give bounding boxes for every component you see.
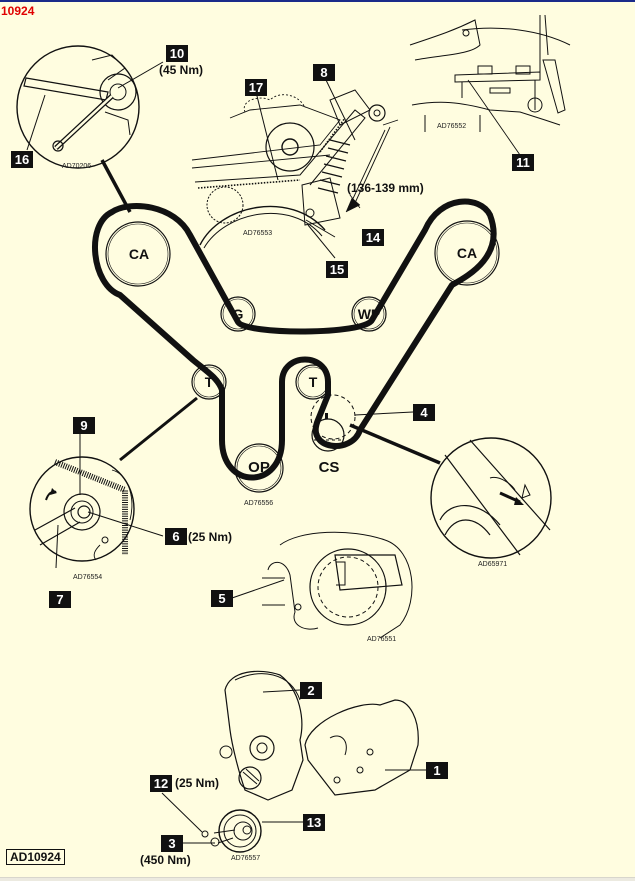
callout-5: 5 [211,590,233,607]
callout-1: 1 [426,762,448,779]
detail-covers [201,670,419,853]
callout-8: 8 [313,64,335,81]
crank-mark-zoom-area [310,394,356,440]
label-t-left: T [204,374,214,390]
leader-camshaft-lock [100,159,132,213]
label-g: G [232,306,244,322]
label-op: OP [248,459,270,476]
pulley-t-left [191,364,227,400]
ref-belt-routing: AD76556 [244,500,274,507]
label-t-right: T [308,374,318,390]
callout-3: 3 [161,835,183,852]
callout-10: 10 [166,45,188,62]
torque-6: (25 Nm) [188,530,233,544]
ref-cam-bracket: AD76552 [437,123,467,130]
label-wp: WP [357,306,381,322]
callout-4: 4 [413,404,435,421]
ref-tensioner-detail: AD76553 [243,230,273,237]
detail-tensioner-assembly [191,89,399,249]
figure-id: AD10924 [6,849,65,865]
detail-camshaft-lock [16,45,140,169]
ref-distributor: AD76551 [367,636,397,643]
torque-12: (25 Nm) [175,776,220,790]
pulley-wp [351,296,387,332]
callout-12: 12 [150,775,172,792]
timing-belt [92,198,497,481]
callout-13: 13 [303,814,325,831]
detail-crank-timing-mark [430,437,552,559]
pulley-ca-left [105,221,171,287]
callout-15: 15 [326,261,348,278]
label-ca-left: CA [128,246,150,262]
callout-16: 16 [11,151,33,168]
status-bar [0,877,635,881]
callout-14: 14 [362,229,384,246]
callout-17: 17 [245,79,267,96]
torque-10: (45 Nm) [159,63,204,77]
callout-2: 2 [300,682,322,699]
detail-tensioner-pulley [29,456,135,562]
pulley-op [234,443,284,493]
pulley-t-right [295,364,331,400]
callout-7: 7 [49,591,71,608]
label-ca-right: CA [456,245,478,261]
detail-distributor [262,531,413,639]
tensioner-dimension: (136-139 mm) [347,181,424,195]
ref-covers: AD76557 [231,855,261,862]
document-id: 10924 [1,4,35,18]
callout-9: 9 [73,417,95,434]
ref-tensioner-pulley: AD76554 [73,574,103,581]
callout-6: 6 [165,528,187,545]
top-border [0,0,635,2]
torque-3: (450 Nm) [140,853,191,867]
pulley-g [220,296,256,332]
ref-crank-mark: AD65971 [478,561,508,568]
label-cs: CS [318,459,340,476]
pulley-ca-right [434,220,500,286]
callout-11: 11 [512,154,534,171]
ref-camshaft-lock: AD70206 [62,163,92,170]
detail-camshaft-bracket [409,14,571,156]
